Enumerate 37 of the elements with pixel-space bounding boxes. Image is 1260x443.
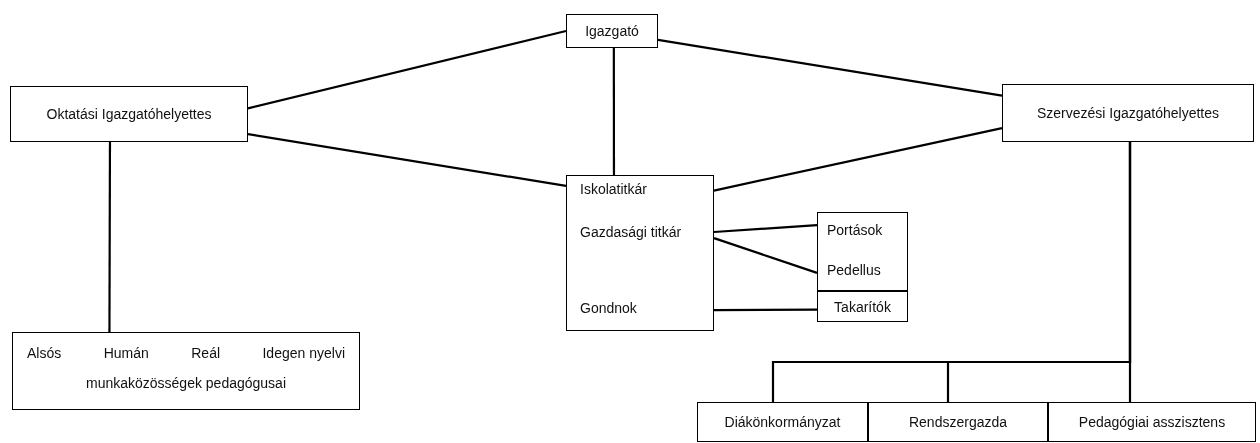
connector-line xyxy=(1128,142,1132,402)
group-box xyxy=(566,175,714,331)
org-box xyxy=(10,86,248,142)
role-label: Gondnok xyxy=(580,300,637,316)
group-label: Alsós xyxy=(27,345,62,361)
group-label: Reál xyxy=(191,345,221,361)
role-label: Gazdasági titkár xyxy=(580,224,682,240)
role-title: Diákönkormányzat xyxy=(724,414,841,430)
connector-line xyxy=(612,48,616,175)
role-label: Portások xyxy=(827,222,883,238)
role-label: Pedellus xyxy=(827,262,881,278)
role-title: Rendszergazda xyxy=(908,414,1008,430)
org-box xyxy=(817,291,908,322)
role-title: Igazgató xyxy=(585,23,639,39)
role-title: Szervezési Igazgatóhelyettes xyxy=(1036,105,1220,121)
org-box xyxy=(566,14,658,48)
org-box xyxy=(697,402,868,442)
connector-line xyxy=(714,308,817,312)
group-label: Idegen nyelvi xyxy=(262,345,345,361)
group-caption: munkaközösségek pedagógusai xyxy=(85,375,287,391)
group-box xyxy=(817,212,908,291)
role-title: Oktatási Igazgatóhelyettes xyxy=(46,106,212,122)
org-box xyxy=(1048,402,1256,442)
connector-line xyxy=(713,224,818,234)
role-title: Pedagógiai asszisztens xyxy=(1078,414,1226,430)
connector-line xyxy=(247,29,567,110)
org-box xyxy=(868,402,1048,442)
connector-line xyxy=(247,133,567,187)
group-label: Humán xyxy=(103,345,149,361)
role-title: Takarítók xyxy=(834,298,891,315)
connector-line xyxy=(713,127,1003,192)
connector-line xyxy=(108,142,112,332)
org-box xyxy=(12,332,360,410)
connector-line xyxy=(713,237,818,274)
connector-line xyxy=(657,38,1003,97)
org-box xyxy=(1002,84,1254,142)
role-label: Iskolatitkár xyxy=(580,181,647,197)
